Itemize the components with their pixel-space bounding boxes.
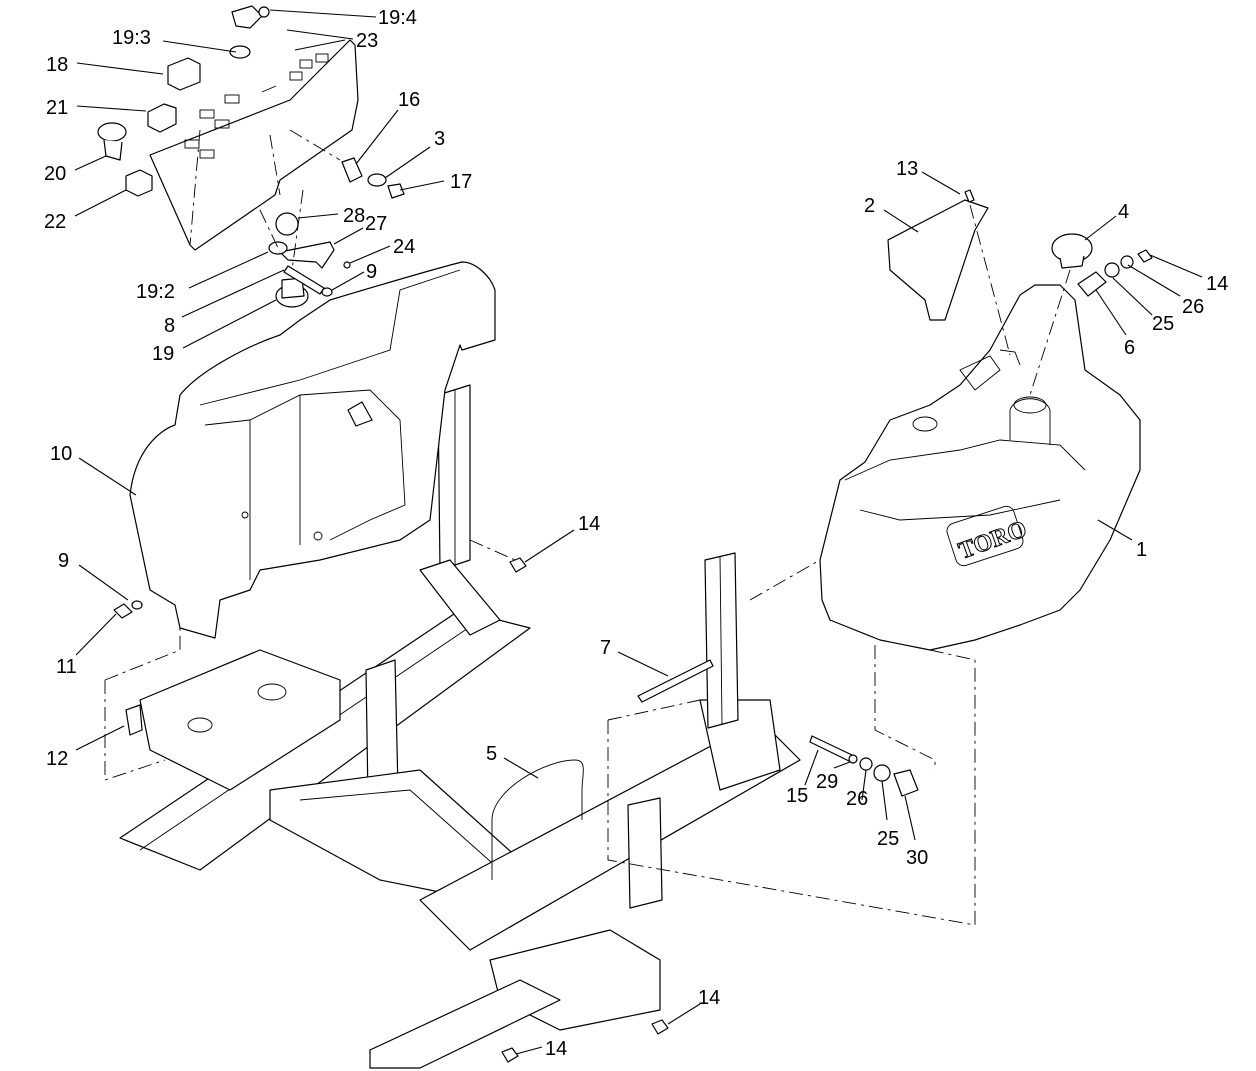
nut-14-bottom-left [501,1047,519,1063]
callout-8: 8 [164,315,175,337]
callout-29: 29 [816,771,838,793]
nut-19-3 [229,45,251,59]
callout-17: 17 [450,171,472,193]
callout-19-2: 19:2 [136,281,175,303]
part-17 [387,183,405,199]
callout-26b: 26 [846,788,868,810]
callout-20: 20 [44,163,66,185]
callout-12: 12 [46,748,68,770]
ignition-19 [275,277,309,308]
switch-21 [147,103,177,133]
callout-14d: 14 [545,1038,567,1060]
switch-18 [167,57,201,91]
callout-10: 10 [50,443,72,465]
callout-21: 21 [46,97,68,119]
callout-14b: 14 [1206,273,1228,295]
callout-3: 3 [434,128,445,150]
fuel-tank: TORO [819,284,1141,651]
alignment-line-right-box [607,649,976,926]
washer-26a [1120,255,1134,269]
callout-5: 5 [486,743,497,765]
bolt-11 [113,603,133,619]
callout-7: 7 [600,637,611,659]
callout-1: 1 [1136,539,1147,561]
bolt-15 [809,735,853,762]
bolt-7 [637,659,714,703]
leader-lines [74,9,1203,1055]
assembly-line-console [189,129,341,271]
screw-13 [964,189,975,203]
callout-30: 30 [906,847,928,869]
callout-15: 15 [786,785,808,807]
callout-14c: 14 [698,987,720,1009]
control-panel-plate [149,39,359,251]
bracket-12 [125,704,143,736]
main-frame [119,384,801,1069]
mount-plate [139,649,341,791]
shield-2 [887,199,989,321]
bolt-24 [343,261,351,269]
spacer-30 [893,769,919,797]
callout-19-4: 19:4 [378,7,417,29]
callout-25a: 25 [1152,313,1174,335]
callout-26a: 26 [1182,296,1204,318]
callout-23: 23 [356,30,378,52]
callout-22: 22 [44,211,66,233]
callout-9a: 9 [366,261,377,283]
callout-24: 24 [393,236,415,258]
callout-14a: 14 [578,513,600,535]
nut-14-tank [1137,249,1153,263]
u-bolt-5 [491,759,584,880]
callout-28: 28 [343,205,365,227]
washer-9a [321,287,333,297]
callout-19-3: 19:3 [112,27,151,49]
bushing-16 [341,157,363,183]
callout-11: 11 [56,656,77,678]
callout-19: 19 [152,343,174,365]
spacer-6 [1077,271,1107,297]
washer-25a [1104,262,1120,278]
nut-19-2 [268,241,288,255]
washer-9b [131,600,143,610]
switch-22 [125,169,153,197]
alignment-line-left-box [104,620,181,781]
washer-26b [859,757,873,771]
console-housing [129,261,496,639]
washer-3 [367,173,387,187]
pin-8 [283,265,325,295]
callout-4: 4 [1118,201,1129,223]
knob-20 [97,122,127,161]
alignment-line-tank [749,559,936,770]
fuel-cap-4 [1051,233,1093,269]
callout-18: 18 [46,54,68,76]
washer-29 [848,754,858,764]
callout-27: 27 [365,213,387,235]
callout-9b: 9 [58,550,69,572]
callout-6: 6 [1124,337,1135,359]
callout-13: 13 [896,158,918,180]
assembly-line-tank [469,204,1071,561]
callout-25b: 25 [877,828,899,850]
callout-16: 16 [398,89,420,111]
nut-14-middle [509,557,527,573]
nut-14-bottom-right [651,1019,669,1035]
lever-27 [279,241,335,269]
callout-2: 2 [864,195,875,217]
ball-knob-28 [275,212,299,236]
washer-25b [873,764,891,782]
key-switch-19-4 [231,5,270,29]
